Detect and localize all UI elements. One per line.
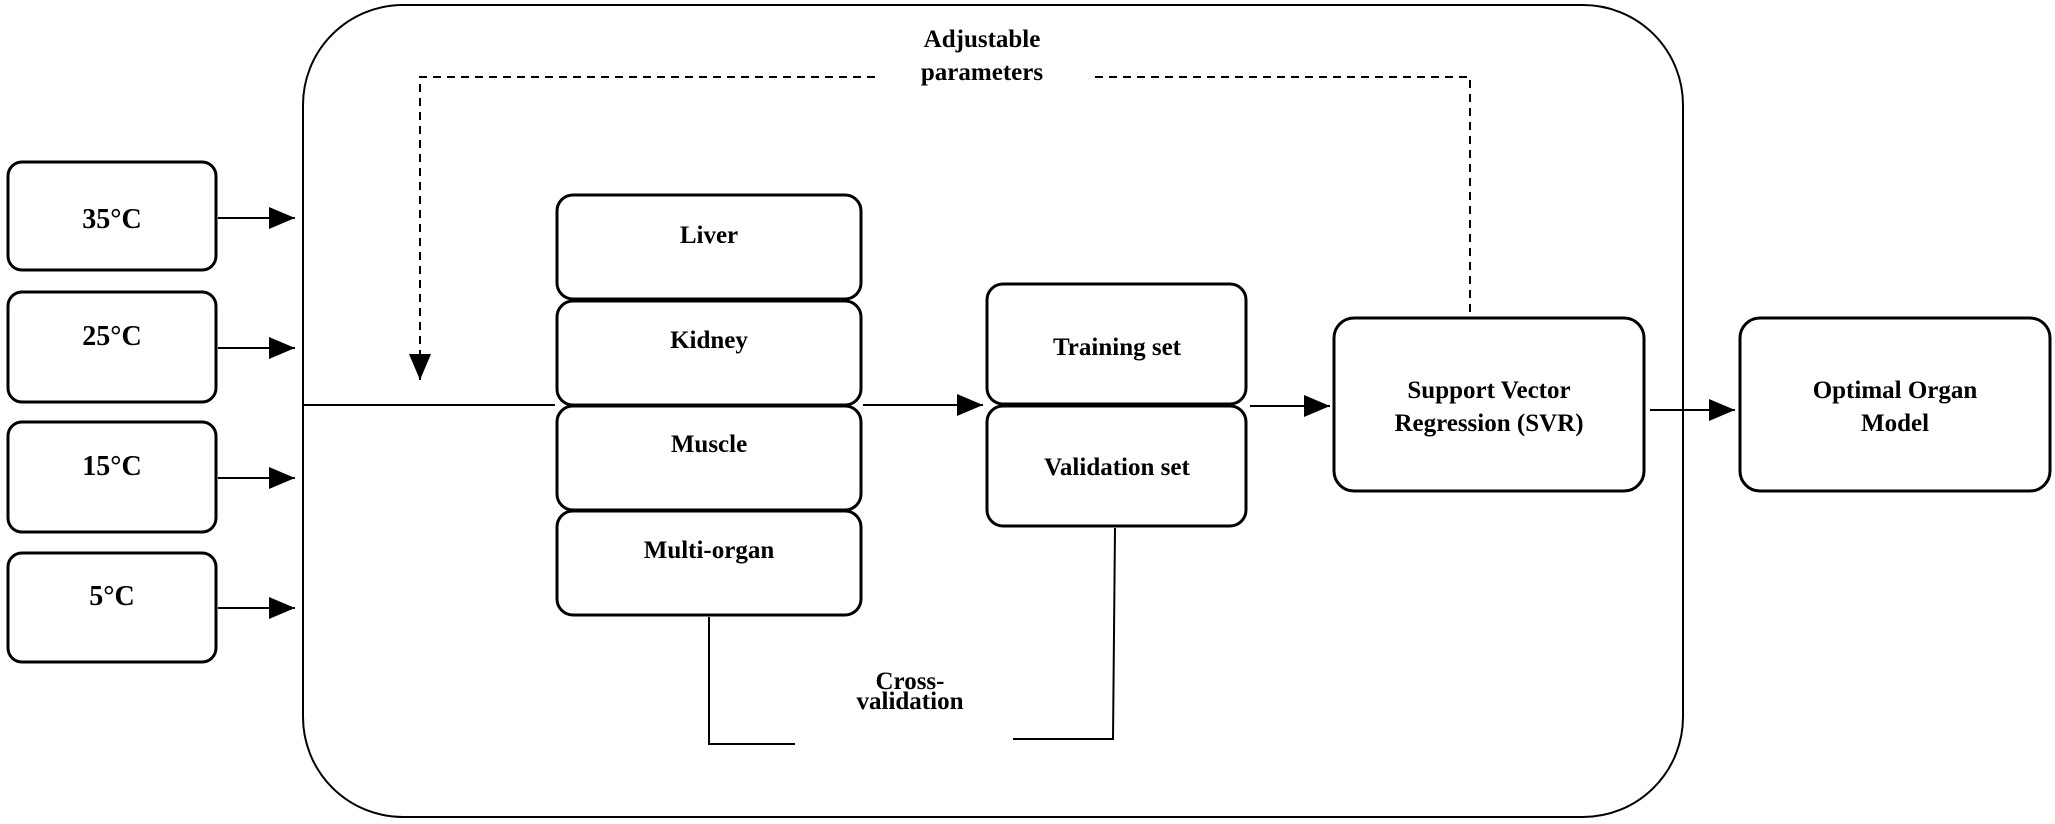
cross-validation-loop-left xyxy=(708,617,795,745)
temperature-label-25: 25°C xyxy=(82,321,141,352)
temperature-box-35 xyxy=(6,160,218,272)
optimal-organ-model-label-line2: Model xyxy=(1861,410,1929,437)
organ-label-kidney: Kidney xyxy=(670,327,748,354)
cross-validation-label-mask xyxy=(840,690,980,702)
temperature-label-15: 15°C xyxy=(82,451,141,482)
temperature-label-5: 5°C xyxy=(89,581,134,612)
training-set-box xyxy=(985,282,1248,406)
adjustable-parameters-label-line1: Adjustable xyxy=(924,26,1041,53)
svr-label-line1: Support Vector xyxy=(1407,377,1570,404)
svr-box xyxy=(1332,316,1646,493)
temperature-box-15 xyxy=(6,420,218,534)
temperature-box-5 xyxy=(6,551,218,664)
temperature-label-35: 35°C xyxy=(82,204,141,235)
organ-box-multi-organ xyxy=(555,509,863,617)
svr-label-line2: Regression (SVR) xyxy=(1394,410,1583,437)
optimal-organ-model-label-line1: Optimal Organ xyxy=(1813,377,1978,404)
temperature-box-25 xyxy=(6,290,218,404)
organ-stack: Liver Kidney Muscle Multi-organ xyxy=(555,193,863,617)
validation-set-box xyxy=(985,404,1248,528)
training-set-label: Training set xyxy=(1053,334,1182,361)
organ-box-muscle xyxy=(555,404,863,512)
cross-validation-loop-right xyxy=(1013,527,1116,740)
organ-box-liver xyxy=(555,193,863,301)
organ-label-muscle: Muscle xyxy=(671,431,747,458)
feedback-loop-left xyxy=(409,76,875,380)
organ-label-multi-organ: Multi-organ xyxy=(644,537,775,564)
adjustable-parameters-label-line2: parameters xyxy=(921,59,1043,86)
validation-set-label: Validation set xyxy=(1044,454,1190,481)
temperature-inputs: 35°C 25°C 15°C 5°C xyxy=(6,160,218,664)
optimal-organ-model-box xyxy=(1738,316,2052,493)
cross-validation-label-line2: validation xyxy=(857,688,964,715)
organ-label-liver: Liver xyxy=(680,222,738,249)
